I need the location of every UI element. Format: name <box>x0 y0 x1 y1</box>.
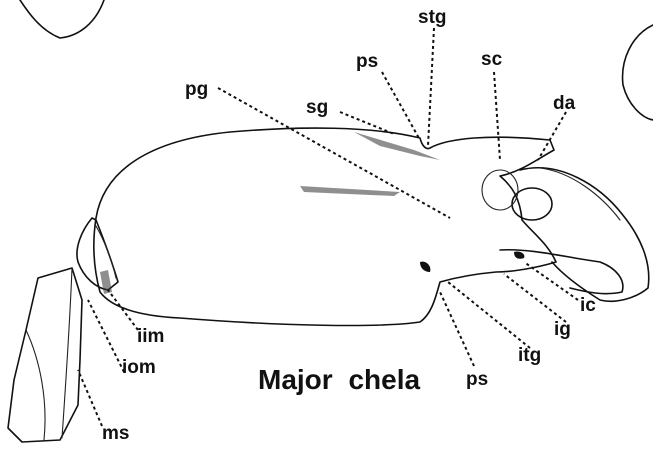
leader-ic <box>524 262 578 300</box>
leader-ms <box>78 370 102 426</box>
label-da: da <box>553 94 575 113</box>
label-stg: stg <box>418 8 447 27</box>
leader-iom <box>88 300 124 372</box>
leader-sg <box>340 112 394 134</box>
chela-palm <box>94 128 556 325</box>
figure-title: Major chela <box>258 366 420 394</box>
partial-outline-top-left <box>20 0 104 38</box>
label-ms: ms <box>102 424 129 443</box>
leader-ps-bottom <box>440 292 474 366</box>
label-itg: itg <box>518 346 541 365</box>
leader-ps-top <box>382 72 420 140</box>
leader-iim <box>108 290 138 330</box>
label-sg: sg <box>306 98 328 117</box>
leader-ig <box>504 274 566 322</box>
partial-outline-right <box>623 25 653 120</box>
label-iom: iom <box>122 358 156 377</box>
leader-sc <box>494 72 500 160</box>
label-ic: ic <box>580 296 596 315</box>
label-ps-top: ps <box>356 52 378 71</box>
leader-da <box>538 112 566 160</box>
leader-stg <box>428 28 434 146</box>
label-ig: ig <box>554 320 571 339</box>
label-ps-bottom: ps <box>466 370 488 389</box>
dactyl <box>520 168 649 301</box>
label-iim: iim <box>137 327 164 346</box>
label-sc: sc <box>481 50 502 69</box>
label-pg: pg <box>185 80 208 99</box>
